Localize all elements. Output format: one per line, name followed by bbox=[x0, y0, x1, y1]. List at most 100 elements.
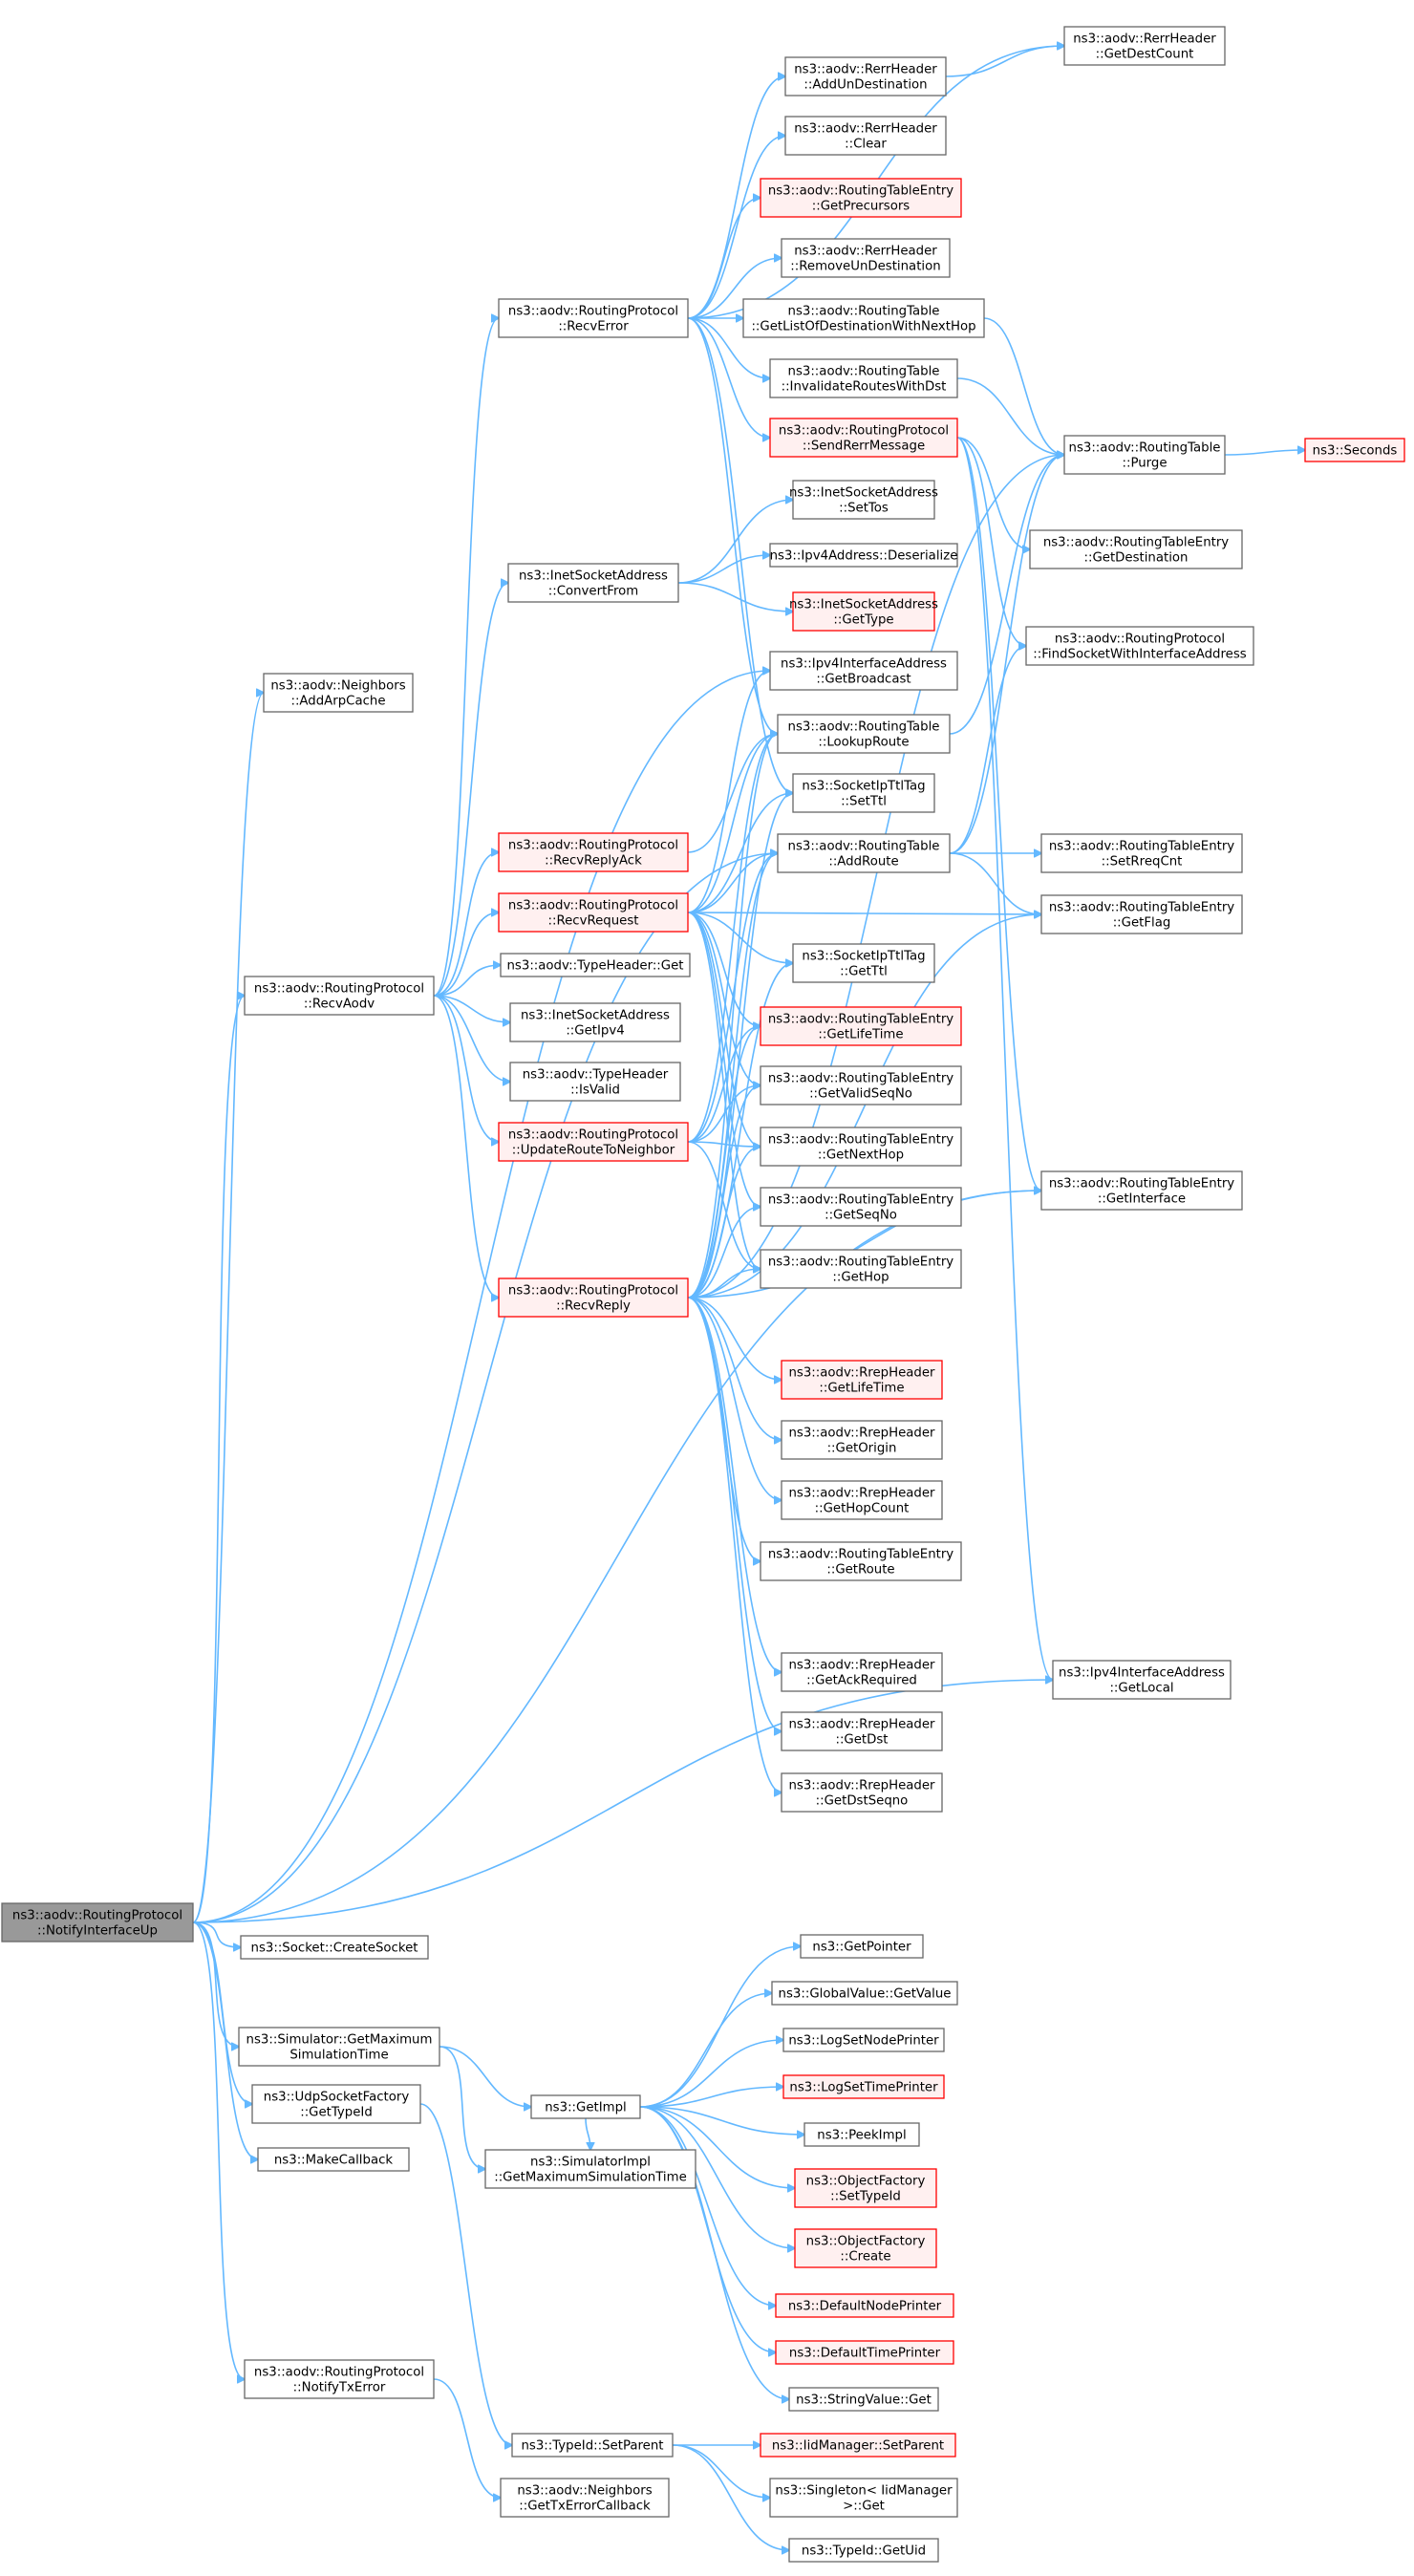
node-addUnDestination[interactable]: ns3::aodv::RerrHeader::AddUnDestination bbox=[784, 56, 947, 97]
node-makeCallback[interactable]: ns3::MakeCallback bbox=[257, 2147, 410, 2172]
node-addArpCache[interactable]: ns3::aodv::Neighbors::AddArpCache bbox=[263, 673, 414, 713]
node-isValid[interactable]: ns3::aodv::TypeHeader::IsValid bbox=[509, 1062, 681, 1102]
node-label: ns3::Ipv4InterfaceAddress bbox=[781, 657, 947, 672]
node-stringValueGet[interactable]: ns3::StringValue::Get bbox=[788, 2387, 939, 2412]
node-defaultNodePrinter[interactable]: ns3::DefaultNodePrinter bbox=[775, 2293, 954, 2318]
node-getFlag[interactable]: ns3::aodv::RoutingTableEntry::GetFlag bbox=[1040, 894, 1243, 934]
node-notifyTxError[interactable]: ns3::aodv::RoutingProtocol::NotifyTxErro… bbox=[244, 2359, 435, 2399]
node-getDestination[interactable]: ns3::aodv::RoutingTableEntry::GetDestina… bbox=[1029, 529, 1243, 569]
edge-getImpl-to-logSetNodePrinter bbox=[639, 2040, 783, 2108]
node-sendRerrMessage[interactable]: ns3::aodv::RoutingProtocol::SendRerrMess… bbox=[769, 418, 958, 458]
edge-updateRouteToNeighbor-to-getLifeTime bbox=[687, 1026, 761, 1143]
node-rerrClear[interactable]: ns3::aodv::RerrHeader::Clear bbox=[784, 116, 947, 156]
node-updateRouteToNeighbor[interactable]: ns3::aodv::RoutingProtocol::UpdateRouteT… bbox=[498, 1122, 689, 1162]
node-recvRequest[interactable]: ns3::aodv::RoutingProtocol::RecvRequest bbox=[498, 892, 689, 933]
node-lookupRoute[interactable]: ns3::aodv::RoutingTable::LookupRoute bbox=[777, 714, 951, 754]
node-typeIdSetParent[interactable]: ns3::TypeId::SetParent bbox=[511, 2433, 674, 2458]
node-peekImpl[interactable]: ns3::PeekImpl bbox=[803, 2122, 920, 2147]
node-getInterface[interactable]: ns3::aodv::RoutingTableEntry::GetInterfa… bbox=[1040, 1170, 1243, 1211]
node-setTos[interactable]: ns3::InetSocketAddress::SetTos bbox=[789, 480, 938, 520]
node-box bbox=[760, 1065, 962, 1106]
node-rrepGetHopCount[interactable]: ns3::aodv::RrepHeader::GetHopCount bbox=[781, 1480, 943, 1520]
node-label: ns3::aodv::RoutingTable bbox=[788, 305, 940, 319]
node-recvReplyAck[interactable]: ns3::aodv::RoutingProtocol::RecvReplyAck bbox=[498, 832, 689, 872]
node-logSetTimePrinter[interactable]: ns3::LogSetTimePrinter bbox=[782, 2074, 945, 2099]
node-box bbox=[794, 2228, 937, 2268]
node-rteGetRoute[interactable]: ns3::aodv::RoutingTableEntry::GetRoute bbox=[760, 1541, 962, 1581]
node-globalGetValue[interactable]: ns3::GlobalValue::GetValue bbox=[771, 1981, 958, 2006]
node-getValidSeqNo[interactable]: ns3::aodv::RoutingTableEntry::GetValidSe… bbox=[760, 1065, 962, 1106]
node-ipv4Deserialize[interactable]: ns3::Ipv4Address::Deserialize bbox=[769, 543, 958, 568]
node-root[interactable]: ns3::aodv::RoutingProtocol::NotifyInterf… bbox=[1, 1902, 194, 1943]
node-simImplGetMax[interactable]: ns3::SimulatorImpl::GetMaximumSimulation… bbox=[484, 2149, 696, 2189]
node-iidSetParent[interactable]: ns3::IidManager::SetParent bbox=[760, 2433, 956, 2458]
node-rrepGetDstSeqno[interactable]: ns3::aodv::RrepHeader::GetDstSeqno bbox=[781, 1772, 943, 1813]
edge-recvError-to-rerrClear bbox=[687, 136, 785, 319]
node-getHop[interactable]: ns3::aodv::RoutingTableEntry::GetHop bbox=[760, 1249, 962, 1289]
node-getListOfDest[interactable]: ns3::aodv::RoutingTable::GetListOfDestin… bbox=[742, 298, 985, 338]
node-getTtl[interactable]: ns3::SocketIpTtlTag::GetTtl bbox=[792, 943, 935, 983]
node-label: ns3::aodv::RoutingProtocol bbox=[508, 1128, 678, 1143]
node-seconds[interactable]: ns3::Seconds bbox=[1304, 438, 1405, 462]
node-box bbox=[498, 298, 689, 338]
edge-recvRequest-to-getSeqNo bbox=[687, 912, 761, 1207]
node-box bbox=[771, 1981, 958, 2006]
node-inetGetType[interactable]: ns3::InetSocketAddress::GetType bbox=[789, 591, 938, 632]
edge-lookupRoute-to-purge bbox=[949, 455, 1064, 735]
node-box bbox=[781, 238, 951, 278]
node-addRoute[interactable]: ns3::aodv::RoutingTable::AddRoute bbox=[777, 833, 951, 873]
node-typeHeaderGet[interactable]: ns3::aodv::TypeHeader::Get bbox=[500, 953, 691, 977]
node-box bbox=[769, 651, 958, 691]
edge-getMaxSimTime-to-simImplGetMax bbox=[439, 2046, 485, 2169]
node-getTxErrorCallback[interactable]: ns3::aodv::Neighbors::GetTxErrorCallback bbox=[500, 2478, 670, 2518]
edge-recvReply-to-lookupRoute bbox=[687, 734, 778, 1299]
node-getLifeTime[interactable]: ns3::aodv::RoutingTableEntry::GetLifeTim… bbox=[760, 1006, 962, 1046]
node-defaultTimePrinter[interactable]: ns3::DefaultTimePrinter bbox=[775, 2340, 954, 2365]
node-ofSetTypeId[interactable]: ns3::ObjectFactory::SetTypeId bbox=[794, 2168, 937, 2208]
node-box bbox=[1040, 1170, 1243, 1211]
node-setTtl[interactable]: ns3::SocketIpTtlTag::SetTtl bbox=[792, 773, 935, 813]
node-rrepGetDst[interactable]: ns3::aodv::RrepHeader::GetDst bbox=[781, 1711, 943, 1751]
node-findSocket[interactable]: ns3::aodv::RoutingProtocol::FindSocketWi… bbox=[1025, 626, 1254, 666]
node-udpGetTypeId[interactable]: ns3::UdpSocketFactory::GetTypeId bbox=[251, 2084, 421, 2124]
node-getLocal[interactable]: ns3::Ipv4InterfaceAddress::GetLocal bbox=[1052, 1660, 1232, 1700]
node-getBroadcast[interactable]: ns3::Ipv4InterfaceAddress::GetBroadcast bbox=[769, 651, 958, 691]
node-setReqCnt[interactable]: ns3::aodv::RoutingTableEntry::SetRreqCnt bbox=[1040, 833, 1243, 873]
node-rrepGetLifeTime[interactable]: ns3::aodv::RrepHeader::GetLifeTime bbox=[781, 1360, 943, 1400]
node-label: ns3::aodv::TypeHeader::Get bbox=[507, 959, 684, 974]
node-rrepGetOrigin[interactable]: ns3::aodv::RrepHeader::GetOrigin bbox=[781, 1420, 943, 1460]
node-getImpl[interactable]: ns3::GetImpl bbox=[530, 2094, 641, 2119]
edge-recvAodv-to-recvReplyAck bbox=[433, 852, 499, 997]
node-box bbox=[792, 591, 935, 632]
edge-getImpl-to-logSetTimePrinter bbox=[639, 2087, 783, 2108]
node-removeUnDestination[interactable]: ns3::aodv::RerrHeader::RemoveUnDestinati… bbox=[781, 238, 951, 278]
node-convertFrom[interactable]: ns3::InetSocketAddress::ConvertFrom bbox=[507, 563, 679, 603]
edge-recvRequest-to-getValidSeqNo bbox=[687, 912, 761, 1085]
node-box bbox=[1052, 1660, 1232, 1700]
edge-root-to-getBroadcast bbox=[192, 671, 770, 1923]
node-createSocket[interactable]: ns3::Socket::CreateSocket bbox=[240, 1935, 429, 1960]
node-getDestCount[interactable]: ns3::aodv::RerrHeader::GetDestCount bbox=[1063, 26, 1226, 66]
node-recvError[interactable]: ns3::aodv::RoutingProtocol::RecvError bbox=[498, 298, 689, 338]
node-getSeqNo[interactable]: ns3::aodv::RoutingTableEntry::GetSeqNo bbox=[760, 1187, 962, 1227]
node-getNextHop[interactable]: ns3::aodv::RoutingTableEntry::GetNextHop bbox=[760, 1127, 962, 1167]
node-typeIdGetUid[interactable]: ns3::TypeId::GetUid bbox=[788, 2538, 939, 2563]
node-singletonGet[interactable]: ns3::Singleton< IidManager>::Get bbox=[769, 2478, 958, 2518]
node-label: ns3::aodv::RoutingTableEntry bbox=[768, 184, 953, 199]
node-label: ::NotifyInterfaceUp bbox=[37, 1924, 158, 1939]
node-label: ns3::Seconds bbox=[1313, 444, 1398, 459]
node-getMaxSimTime[interactable]: ns3::Simulator::GetMaximumSimulationTime bbox=[238, 2027, 440, 2067]
edge-getImpl-to-ofSetTypeId bbox=[639, 2106, 795, 2188]
node-getPointer[interactable]: ns3::GetPointer bbox=[800, 1934, 924, 1959]
node-invalidateRoutes[interactable]: ns3::aodv::RoutingTable::InvalidateRoute… bbox=[769, 358, 958, 398]
node-purge[interactable]: ns3::aodv::RoutingTable::Purge bbox=[1063, 435, 1226, 475]
node-rrepGetAckRequired[interactable]: ns3::aodv::RrepHeader::GetAckRequired bbox=[781, 1652, 943, 1692]
node-recvReply[interactable]: ns3::aodv::RoutingProtocol::RecvReply bbox=[498, 1277, 689, 1318]
node-label: ns3::aodv::RoutingTableEntry bbox=[1049, 1177, 1234, 1191]
node-logSetNodePrinter[interactable]: ns3::LogSetNodePrinter bbox=[782, 2028, 945, 2052]
node-getIpv4[interactable]: ns3::InetSocketAddress::GetIpv4 bbox=[509, 1002, 681, 1042]
node-ofCreate[interactable]: ns3::ObjectFactory::Create bbox=[794, 2228, 937, 2268]
node-recvAodv[interactable]: ns3::aodv::RoutingProtocol::RecvAodv bbox=[244, 976, 435, 1016]
node-getPrecursors[interactable]: ns3::aodv::RoutingTableEntry::GetPrecurs… bbox=[760, 178, 962, 218]
